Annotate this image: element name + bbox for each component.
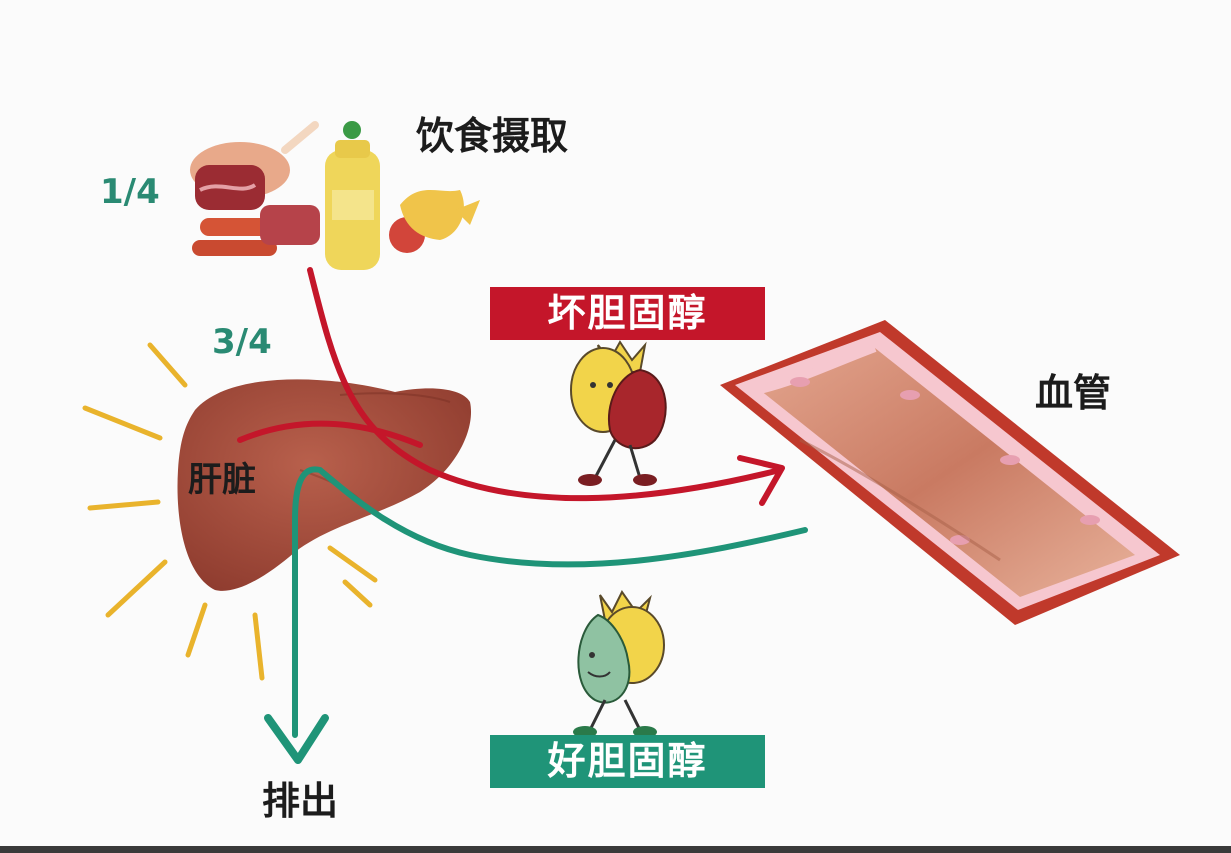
good-cholesterol-flow-arrow: [292, 466, 808, 738]
liver-label: 肝脏: [188, 460, 256, 500]
liver-rays: [82, 342, 378, 681]
bad-cholesterol-flow-arrow: [307, 267, 783, 502]
excretion-arrow-head: [264, 714, 329, 764]
blood-vessel-label: 血管: [1035, 371, 1112, 415]
food-intake-label: 饮食摄取: [416, 114, 569, 158]
bad-cholesterol-mascot-icon: [570, 340, 667, 486]
good-cholesterol-banner: [490, 735, 765, 788]
blood-vessel-icon: [720, 320, 1180, 625]
bottom-edge-bar: [0, 846, 1231, 853]
bad-cholesterol-banner: [490, 287, 765, 340]
excretion-label: 排出: [262, 779, 339, 823]
good-cholesterol-banner-text: 好胆固醇: [547, 739, 708, 783]
liver-fraction-label: 3/4: [212, 322, 272, 362]
diet-fraction-label: 1/4: [100, 172, 160, 212]
good-cholesterol-mascot-icon: [573, 590, 665, 738]
food-items-icon: [190, 121, 480, 270]
bad-cholesterol-banner-text: 坏胆固醇: [547, 291, 708, 335]
